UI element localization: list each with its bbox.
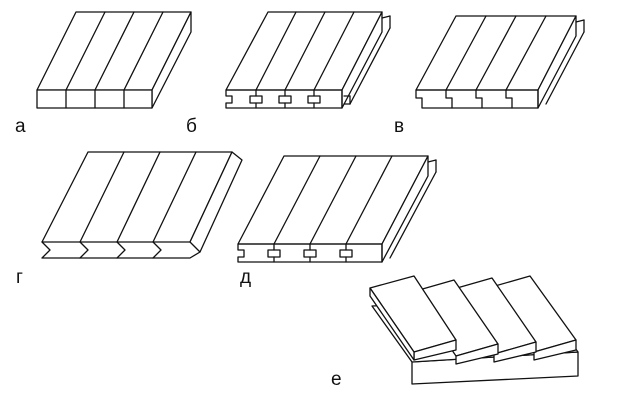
panel-g-v-groove [41,151,243,259]
panel-b-tongue-groove [225,11,391,109]
panel-label-g: г [16,267,23,288]
panel-v-rebated [415,15,585,109]
panel-d-tongue-groove-wide [237,155,437,263]
panel-label-b: б [186,116,197,137]
panel-label-a: а [15,116,26,137]
panel-a-plain-boards [36,11,192,109]
panel-label-d: д [240,267,252,288]
panel-label-e: е [331,369,342,390]
panel-e-overlapping [369,275,579,385]
panel-label-v: в [394,116,405,137]
